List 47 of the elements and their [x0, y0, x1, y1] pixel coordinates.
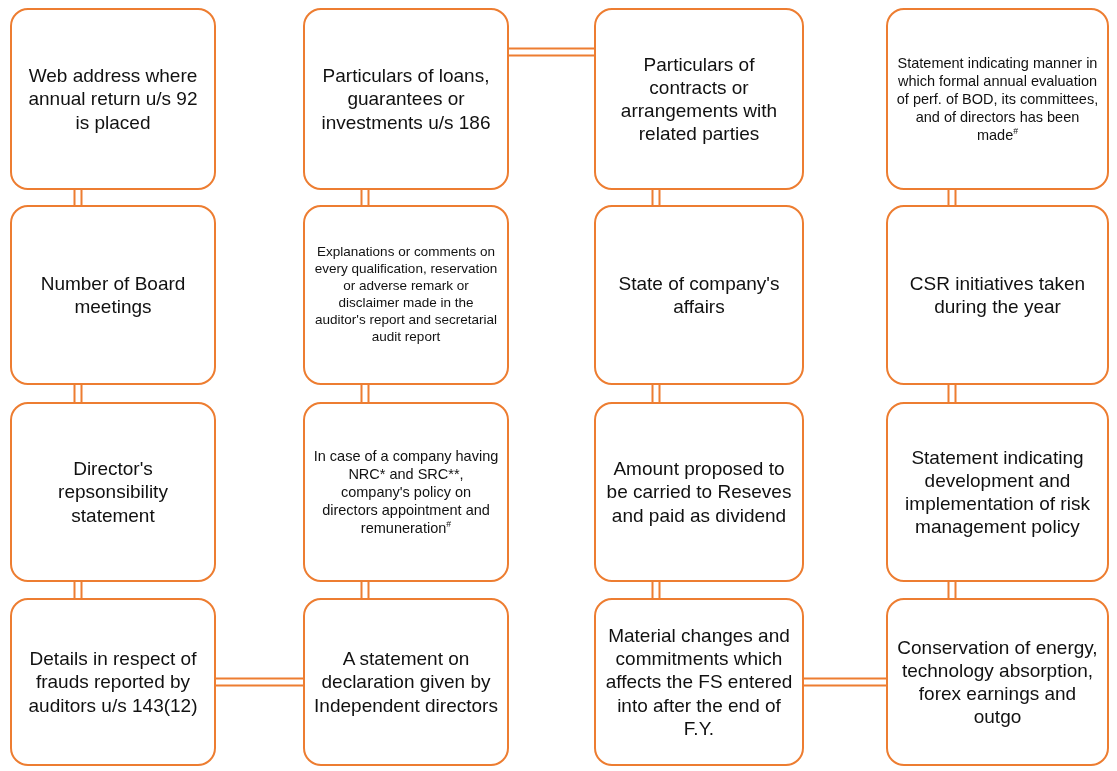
process-box [303, 205, 509, 385]
box-text: In case of a company having NRC* and SRC**, company's policy on directors appointment and remuneration$^{#}$ [313, 446, 499, 538]
process-box [594, 402, 804, 582]
box-text: Material changes and commitments which affects the FS entered into after the end of F.Y. [604, 624, 794, 740]
double-connector-line [360, 581, 370, 599]
process-box [594, 598, 804, 766]
box-text: Web address where annual return u/s 92 is placed [27, 64, 199, 134]
process-box [886, 8, 1109, 190]
box-text: State of company's affairs [617, 271, 781, 319]
box-text: Particulars of contracts or arrangements with related parties [619, 52, 779, 146]
process-box [594, 8, 804, 190]
box-text: Number of Board meetings [39, 271, 187, 319]
box-text: Conservation of energy, technology absorption, forex earnings and outgo [896, 635, 1099, 729]
process-box [303, 402, 509, 582]
double-connector-line [651, 189, 661, 206]
process-box [303, 8, 509, 190]
box-text: Particulars of loans, guarantees or investments u/s 186 [320, 64, 492, 134]
process-box [594, 205, 804, 385]
box-text: A statement on declaration given by Independent directors [313, 647, 499, 717]
double-connector-line [73, 189, 83, 206]
double-connector-line [803, 677, 887, 687]
double-connector-line [508, 47, 595, 57]
double-connector-line [360, 384, 370, 403]
process-box [886, 402, 1109, 582]
box-text: Director's repsonsibility statement [57, 457, 169, 527]
box-text: Amount proposed to be carried to Reseves and paid as dividend [605, 457, 793, 527]
process-box [10, 205, 216, 385]
process-box [10, 598, 216, 766]
double-connector-line [947, 384, 957, 403]
box-text: Statement indicating manner in which formal annual evaluation of perf. of BOD, its committees, and of directors has been made$^{#}$ [896, 53, 1099, 145]
double-connector-line [360, 189, 370, 206]
double-connector-line [73, 384, 83, 403]
box-text: CSR initiatives taken during the year [908, 271, 1087, 319]
double-connector-line [651, 581, 661, 599]
process-box [10, 8, 216, 190]
double-connector-line [651, 384, 661, 403]
double-connector-line [215, 677, 304, 687]
double-connector-line [947, 581, 957, 599]
process-box [886, 598, 1109, 766]
box-text: Statement indicating development and implementation of risk management policy [904, 445, 1091, 539]
process-box [886, 205, 1109, 385]
double-connector-line [947, 189, 957, 206]
box-text: Explanations or comments on every qualification, reservation or adverse remark or disclaimer made in the auditor's report and secretarial audit report [313, 244, 499, 346]
box-text: Details in respect of frauds reported by auditors u/s 143(12) [27, 647, 199, 717]
process-box [10, 402, 216, 582]
double-connector-line [73, 581, 83, 599]
process-box [303, 598, 509, 766]
